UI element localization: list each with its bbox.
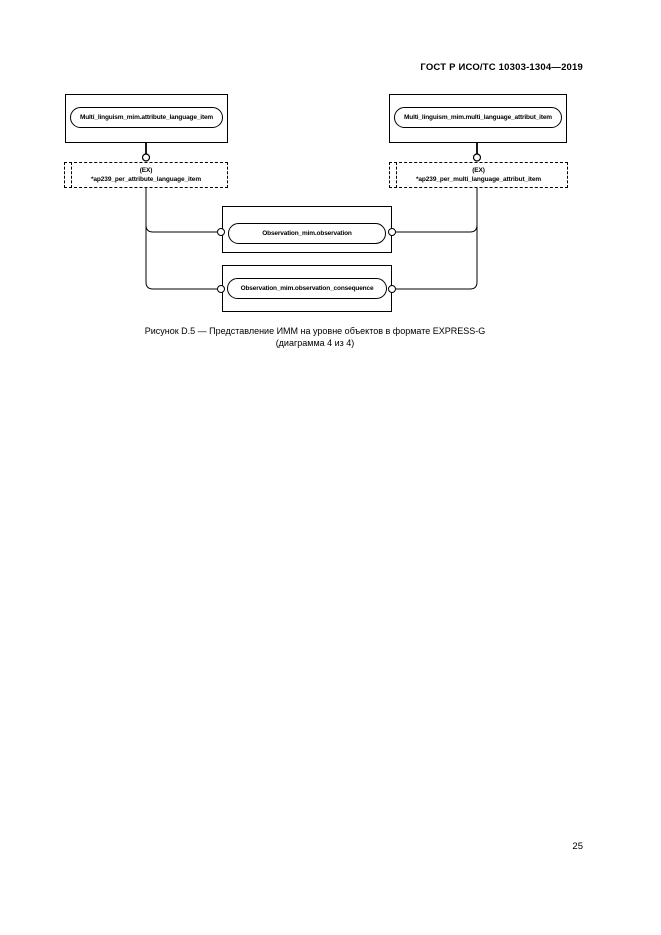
entity-label-observation-consequence: Observation_mim.observation_consequence [227, 278, 387, 299]
entity-box-multi-language-attribut-item: Multi_linguism_mim.multi_language_attrib… [389, 94, 567, 143]
ref-name-right: *ap239_per_multi_language_attribut_item [415, 176, 542, 183]
connector-circle-left-top [141, 153, 151, 162]
interschema-ref-box-right: (EX) *ap239_per_multi_language_attribut_… [389, 162, 568, 188]
interschema-ref-box-left: (EX) *ap239_per_attribute_language_item [64, 162, 228, 188]
figure-caption-line2: (диаграмма 4 из 4) [275, 338, 355, 348]
ref-marker-right: (EX) [472, 167, 485, 174]
connector-line-left-vertical [145, 188, 217, 290]
entity-box-observation: Observation_mim.observation [222, 206, 392, 253]
connector-line-left-branch [145, 224, 217, 233]
entity-box-attribute-language-item: Multi_linguism_mim.attribute_language_it… [65, 94, 228, 143]
connector-line-right-branch [396, 224, 478, 233]
entity-label-observation: Observation_mim.observation [228, 223, 386, 244]
connector-circle-consequence-left [217, 285, 225, 293]
express-g-diagram: Multi_linguism_mim.attribute_language_it… [0, 0, 661, 360]
connector-circle-consequence-right [388, 285, 396, 293]
standard-reference-header: ГОСТ Р ИСО/ТС 10303-1304—2019 [420, 62, 583, 73]
entity-label-multi-language-attribut-item: Multi_linguism_mim.multi_language_attrib… [394, 107, 562, 128]
entity-label-attribute-language-item: Multi_linguism_mim.attribute_language_it… [70, 107, 223, 128]
ref-box-divider [396, 162, 397, 188]
ref-marker-left: (EX) [139, 167, 153, 174]
connector-circle-observation-right [388, 228, 396, 236]
connector-circle-observation-left [217, 228, 225, 236]
figure-caption-line1: Рисунок D.5 — Представление ИММ на уровн… [144, 326, 486, 336]
connector-circle-right-top [472, 153, 482, 162]
page-number: 25 [572, 841, 583, 852]
diagram-connectors [141, 143, 482, 293]
entity-box-observation-consequence: Observation_mim.observation_consequence [222, 265, 392, 312]
connector-line-right-vertical [396, 188, 478, 290]
figure-caption: Рисунок D.5 — Представление ИММ на уровн… [0, 325, 630, 349]
ref-name-left: *ap239_per_attribute_language_item [90, 176, 202, 183]
ref-box-divider [71, 162, 72, 188]
